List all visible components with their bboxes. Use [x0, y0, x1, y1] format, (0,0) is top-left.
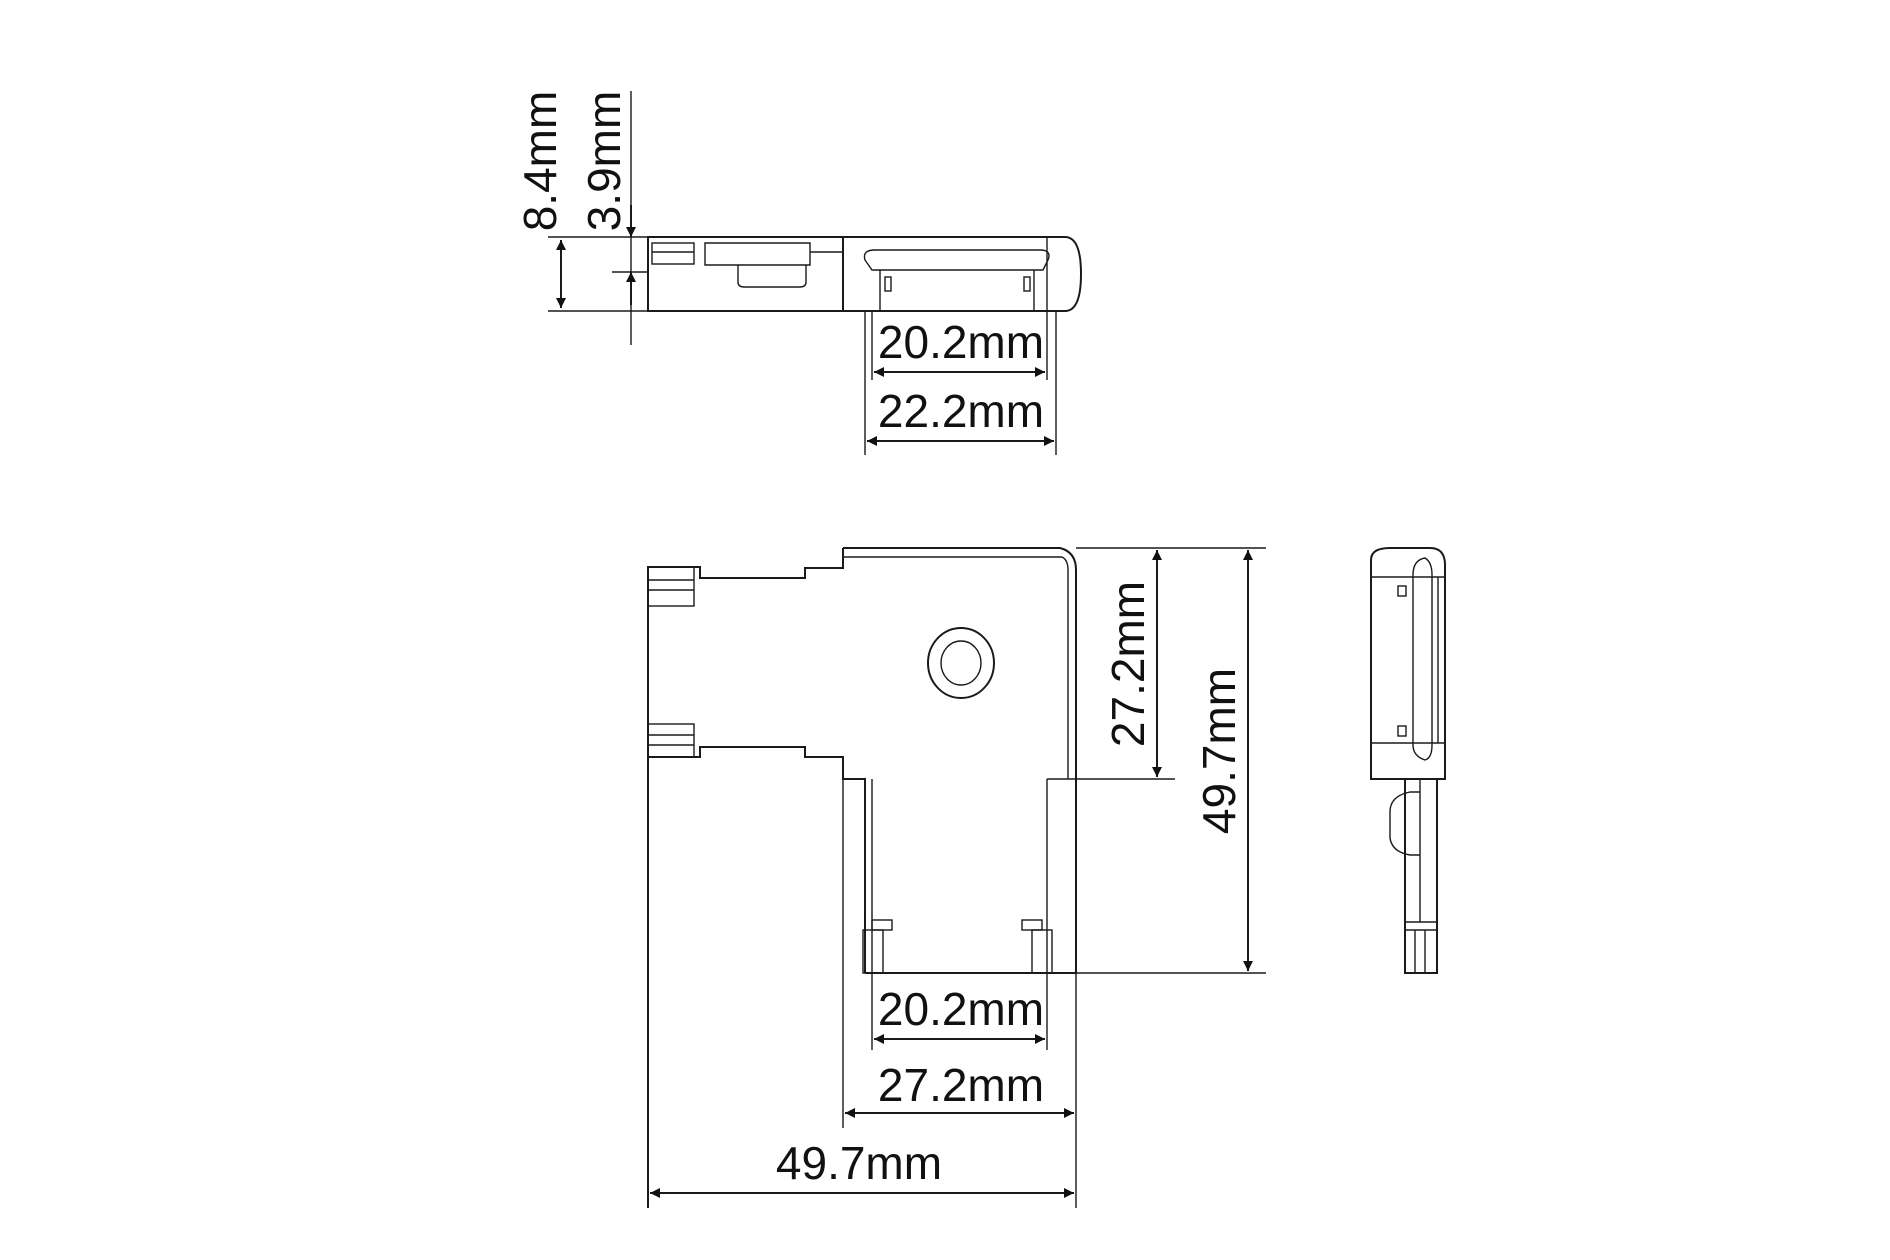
dimension-label-outer-width: 22.2mm: [878, 385, 1044, 437]
dimension-label-inner-width: 20.2mm: [878, 316, 1044, 368]
front-view-body: [647, 547, 1077, 1208]
top-view: 8.4mm 3.9mm 20.2mm 22.2mm: [514, 91, 1083, 455]
dimension-label-arm-width: 27.2mm: [878, 1059, 1044, 1111]
mounting-hole: [927, 627, 995, 699]
dimension-label-total-height: 49.7mm: [1193, 668, 1245, 834]
dimension-label-lower-height: 3.9mm: [578, 91, 630, 232]
dimension-label-inner-width: 20.2mm: [878, 983, 1044, 1035]
front-view: 27.2mm 49.7mm 20.2mm 27.2mm 49.7mm: [647, 547, 1266, 1208]
dimension-label-total-height: 8.4mm: [514, 91, 566, 232]
dimension-label-arm-height: 27.2mm: [1102, 581, 1154, 747]
top-view-body: [647, 236, 1083, 312]
dimension-label-total-width: 49.7mm: [776, 1137, 942, 1189]
side-view: [1370, 547, 1446, 974]
